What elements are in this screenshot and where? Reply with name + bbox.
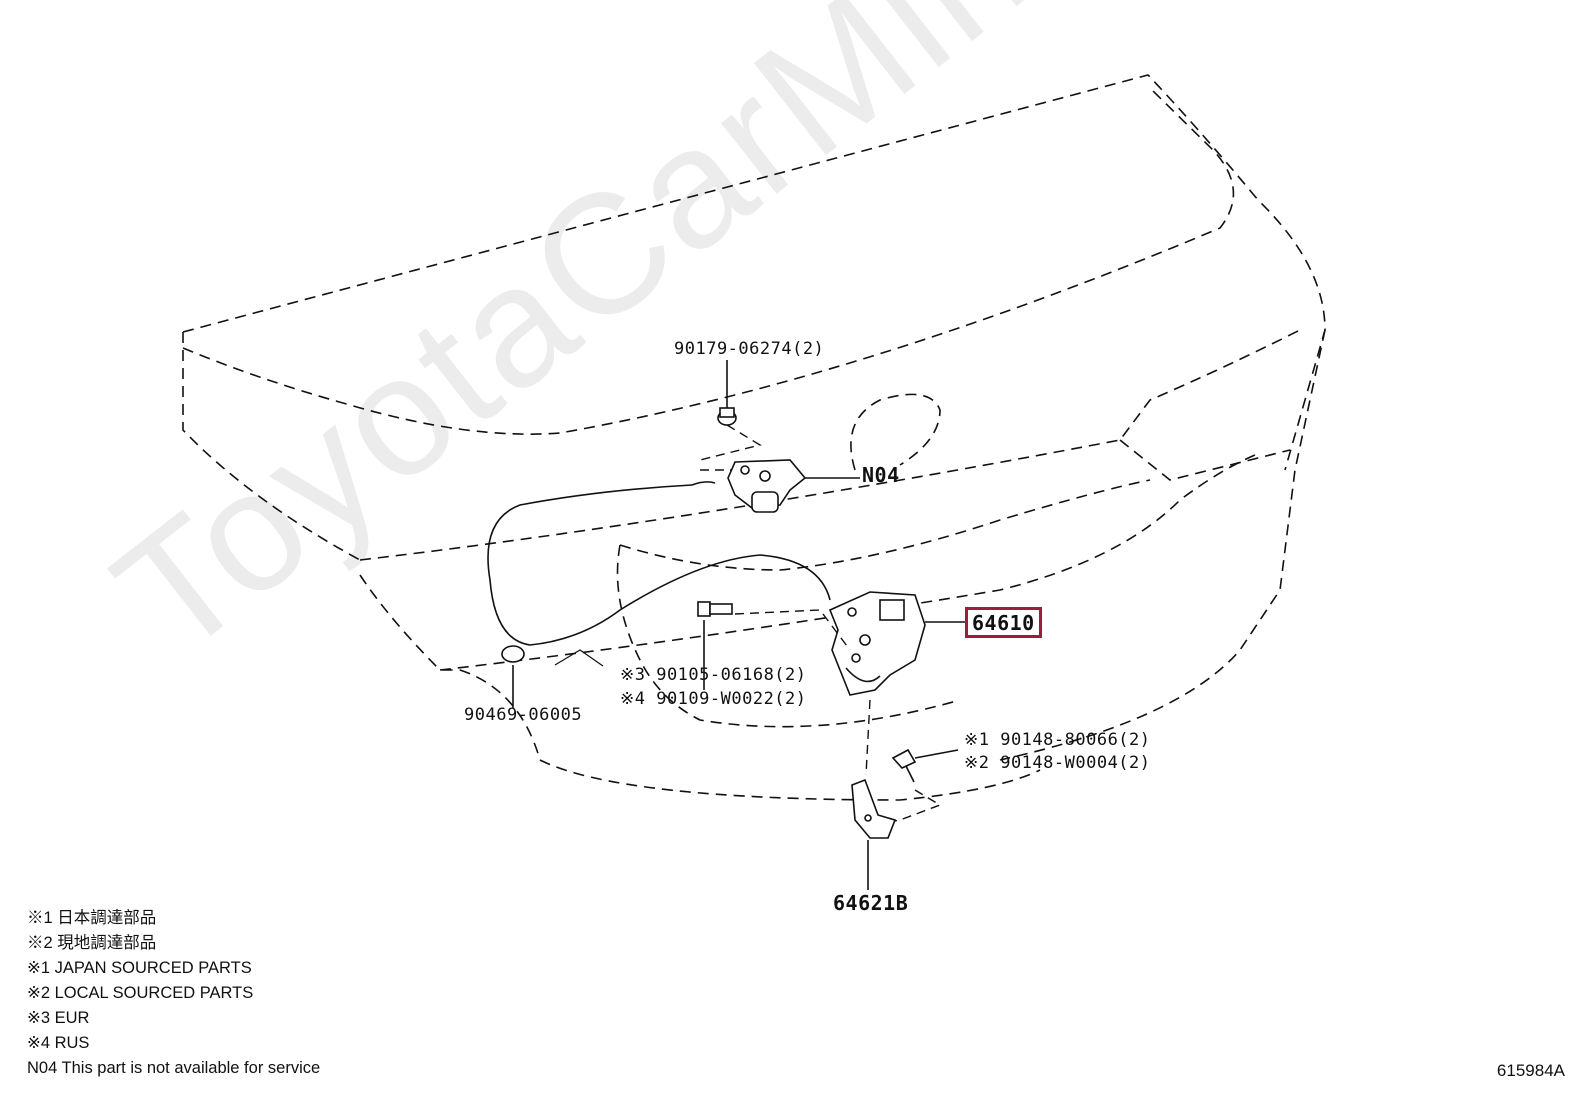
- clip-icon: [717, 360, 737, 426]
- legend-line: ※3 EUR: [27, 1009, 90, 1027]
- part-label-lock-highlighted[interactable]: 64610: [965, 607, 1042, 638]
- part-label-screw-local[interactable]: ※2 90148-W0004(2): [964, 753, 1151, 773]
- hole-plug-icon: [501, 645, 525, 708]
- part-label-plug[interactable]: 90469-06005: [464, 705, 583, 725]
- part-label-clip[interactable]: 90179-06274(2): [674, 339, 825, 359]
- part-label-bracket[interactable]: 64621B: [833, 891, 909, 915]
- part-label-screw-jp[interactable]: ※1 90148-80066(2): [964, 730, 1151, 750]
- legend-line: ※2 現地調達部品: [27, 934, 157, 952]
- legend-line: ※2 LOCAL SOURCED PARTS: [27, 984, 254, 1002]
- legend-line: N04 This part is not available for servi…: [27, 1059, 321, 1077]
- trunk-lock-icon: [828, 591, 965, 696]
- part-label-bolt-eur[interactable]: ※3 90105-06168(2): [620, 665, 807, 685]
- striker-bracket-icon: [851, 778, 897, 890]
- part-label-n04[interactable]: N04: [862, 463, 900, 487]
- part-label-bolt-rus[interactable]: ※4 90109-W0022(2): [620, 689, 807, 709]
- legend-line: ※4 RUS: [27, 1034, 90, 1052]
- legend-line: ※1 日本調達部品: [27, 909, 157, 927]
- legend: ※1 日本調達部品 ※2 現地調達部品 ※1 JAPAN SOURCED PAR…: [27, 906, 320, 1081]
- diagram-code: 615984A: [1496, 1061, 1565, 1080]
- lock-cylinder-icon: [727, 459, 860, 513]
- release-cable: [487, 481, 831, 646]
- bolt-icon: [697, 601, 733, 690]
- legend-line: ※1 JAPAN SOURCED PARTS: [27, 959, 252, 977]
- screw-icon: [891, 748, 959, 783]
- trunk-lid-outline: [182, 74, 1326, 801]
